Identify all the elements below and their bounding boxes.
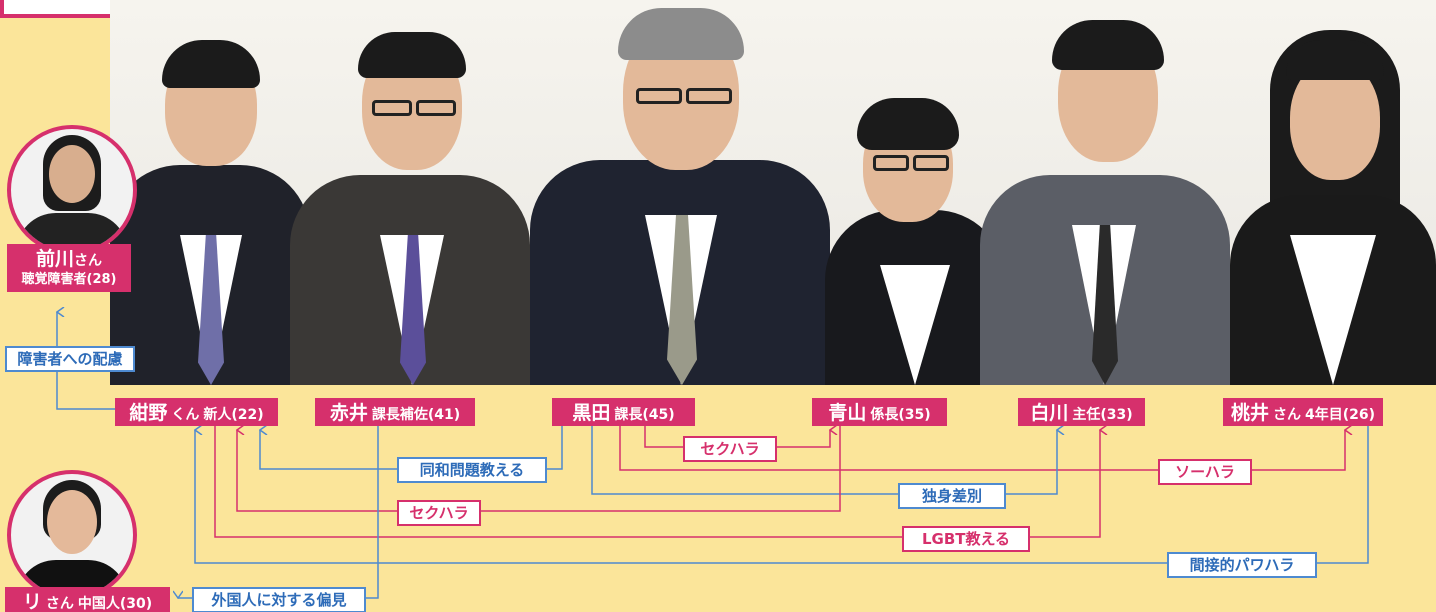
photo-akai: [290, 0, 530, 385]
tag-akai: 赤井課長補佐(41): [315, 398, 475, 426]
photo-kuroda: [530, 0, 830, 385]
line-akai-ri: [178, 426, 379, 598]
label-disability-consideration: 障害者への配慮: [5, 346, 135, 372]
line-momoi-konno: [195, 426, 1369, 564]
momoi-role: 4年目(26): [1304, 407, 1376, 423]
ri-name: リ: [22, 591, 42, 612]
label-single-discrimination: 独身差別: [898, 483, 1006, 509]
label-indirect-power-harassment: 間接的パワハラ: [1167, 552, 1317, 578]
label-foreigner-prejudice: 外国人に対する偏見: [192, 587, 366, 612]
tag-maekawa: 前川さん 聴覚障害者(28): [7, 244, 131, 292]
konno-role: 新人(22): [203, 407, 264, 423]
aoyama-role: 係長(35): [870, 407, 931, 423]
ri-role: 中国人(30): [77, 596, 153, 612]
line-kuroda-momoi: [619, 426, 1345, 471]
konno-name: 紺野: [129, 402, 168, 424]
konno-honorific: くん: [171, 407, 200, 423]
label-sekuhara-kuroda-aoyama: セクハラ: [683, 436, 777, 462]
momoi-name: 桃井: [1230, 402, 1269, 424]
tag-shirakawa: 白川主任(33): [1018, 398, 1145, 426]
photo-shirakawa: [980, 0, 1230, 385]
photo-konno: [110, 0, 310, 385]
akai-role: 課長補佐(41): [371, 407, 461, 423]
label-sekuhara-aoyama-konno: セクハラ: [397, 500, 481, 526]
group-photo: [110, 0, 1436, 385]
tag-ri: リさん中国人(30): [5, 587, 170, 612]
kuroda-role: 課長(45): [614, 407, 675, 423]
tag-konno: 紺野くん新人(22): [115, 398, 278, 426]
line-konno-shirakawa: [214, 426, 1100, 538]
kuroda-name: 黒田: [572, 402, 611, 424]
momoi-honorific: さん: [1272, 407, 1301, 423]
label-lgbt-teach: LGBT教える: [902, 526, 1030, 552]
line-konno-maekawa: [57, 312, 115, 410]
photo-momoi: [1230, 0, 1436, 385]
line-kuroda-shirakawa: [591, 426, 1057, 495]
maekawa-desc: 聴覚障害者(28): [21, 272, 117, 287]
label-dowa-teach: 同和問題教える: [397, 457, 547, 483]
maekawa-name: 前川: [35, 248, 74, 270]
akai-name: 赤井: [329, 402, 368, 424]
photo-aoyama: [825, 0, 1005, 385]
avatar-ri: [7, 470, 137, 600]
ri-honorific: さん: [45, 596, 74, 612]
maekawa-honorific: さん: [74, 253, 102, 269]
tag-kuroda: 黒田課長(45): [552, 398, 695, 426]
line-aoyama-konno: [237, 426, 841, 512]
avatar-maekawa: [7, 125, 137, 255]
aoyama-name: 青山: [828, 402, 867, 424]
shirakawa-role: 主任(33): [1072, 407, 1133, 423]
tag-aoyama: 青山係長(35): [812, 398, 947, 426]
label-sohara: ソーハラ: [1158, 459, 1252, 485]
shirakawa-name: 白川: [1030, 402, 1069, 424]
